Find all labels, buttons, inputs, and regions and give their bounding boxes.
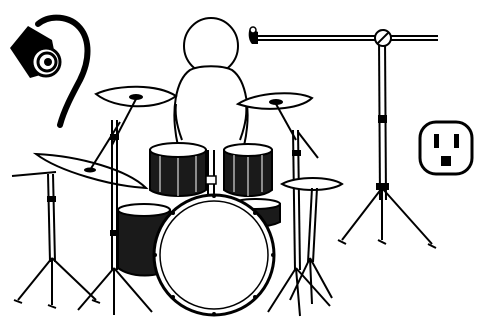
hi-hat-stand [12,172,100,308]
snare-drum-right [282,178,342,304]
power-outlet-icon [420,122,472,174]
rack-tom-right [224,144,272,196]
bass-drum [153,194,275,316]
drummer-figure [174,18,247,146]
tom-mount [206,150,216,200]
in-ear-monitor-icon [10,18,88,125]
rack-tom-left [150,143,206,196]
boom-microphone-icon [249,27,258,44]
